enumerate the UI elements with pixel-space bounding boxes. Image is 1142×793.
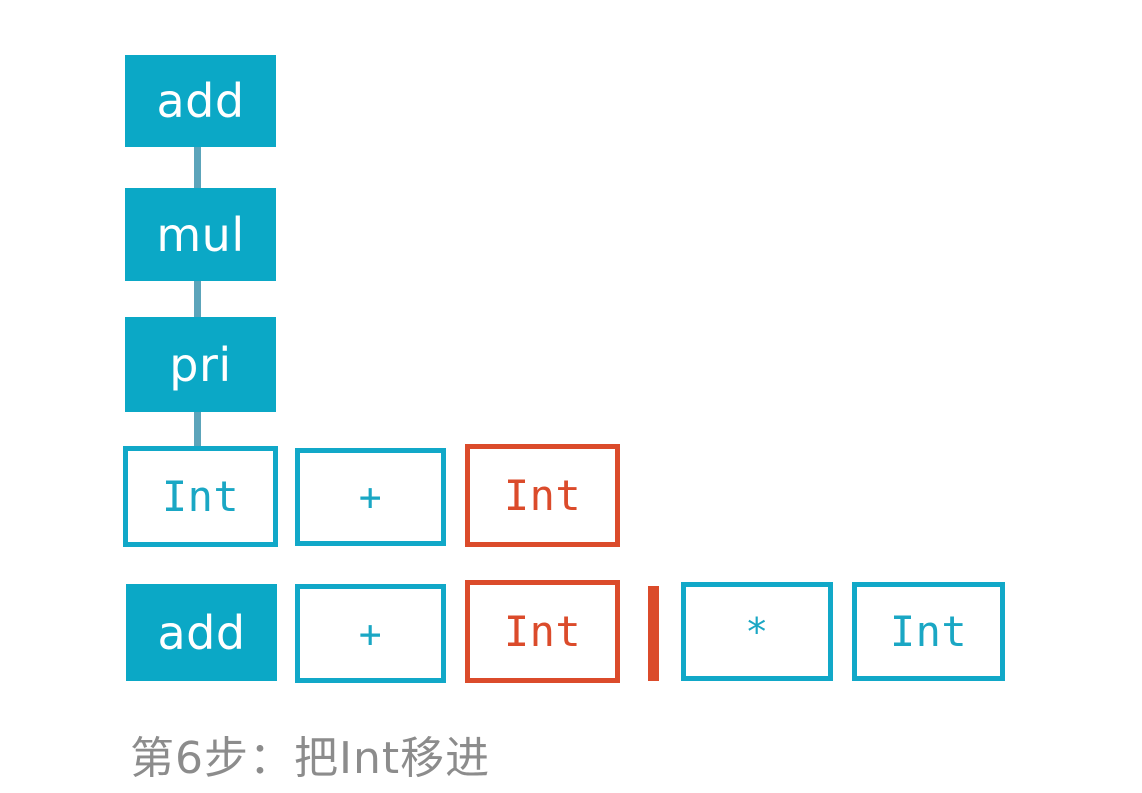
input-cell-plus-label: + — [358, 611, 383, 656]
rule-cell-plus[interactable]: + — [295, 448, 446, 546]
rule-cell-int-left[interactable]: Int — [123, 446, 278, 547]
input-cell-star-label: * — [745, 609, 769, 654]
input-cell-int-last-label: Int — [889, 606, 968, 656]
input-cell-int-shifted-label: Int — [503, 606, 582, 656]
connector-add-to-mul — [194, 140, 201, 190]
input-cell-int-shifted[interactable]: Int — [465, 580, 620, 683]
rule-cell-int-left-label: Int — [161, 471, 240, 521]
rule-cell-plus-label: + — [358, 475, 383, 519]
stack-node-mul[interactable]: mul — [125, 188, 276, 281]
input-cell-int-last[interactable]: Int — [852, 582, 1005, 681]
stack-node-pri-label: pri — [169, 337, 232, 392]
input-cell-star[interactable]: * — [681, 582, 833, 681]
input-cell-add-label: add — [157, 605, 246, 660]
connector-pri-to-int — [194, 404, 201, 452]
stack-node-add[interactable]: add — [125, 55, 276, 147]
rule-cell-int-right[interactable]: Int — [465, 444, 620, 547]
rule-cell-int-right-label: Int — [503, 470, 582, 520]
input-cursor-bar — [648, 586, 659, 681]
stack-node-pri[interactable]: pri — [125, 317, 276, 412]
connector-mul-to-pri — [194, 272, 201, 322]
stack-node-add-label: add — [156, 74, 245, 128]
input-cell-plus[interactable]: + — [295, 584, 446, 683]
input-cell-add[interactable]: add — [126, 584, 277, 681]
step-caption: 第6步：把Int移进 — [130, 733, 491, 784]
stack-node-mul-label: mul — [156, 207, 245, 262]
